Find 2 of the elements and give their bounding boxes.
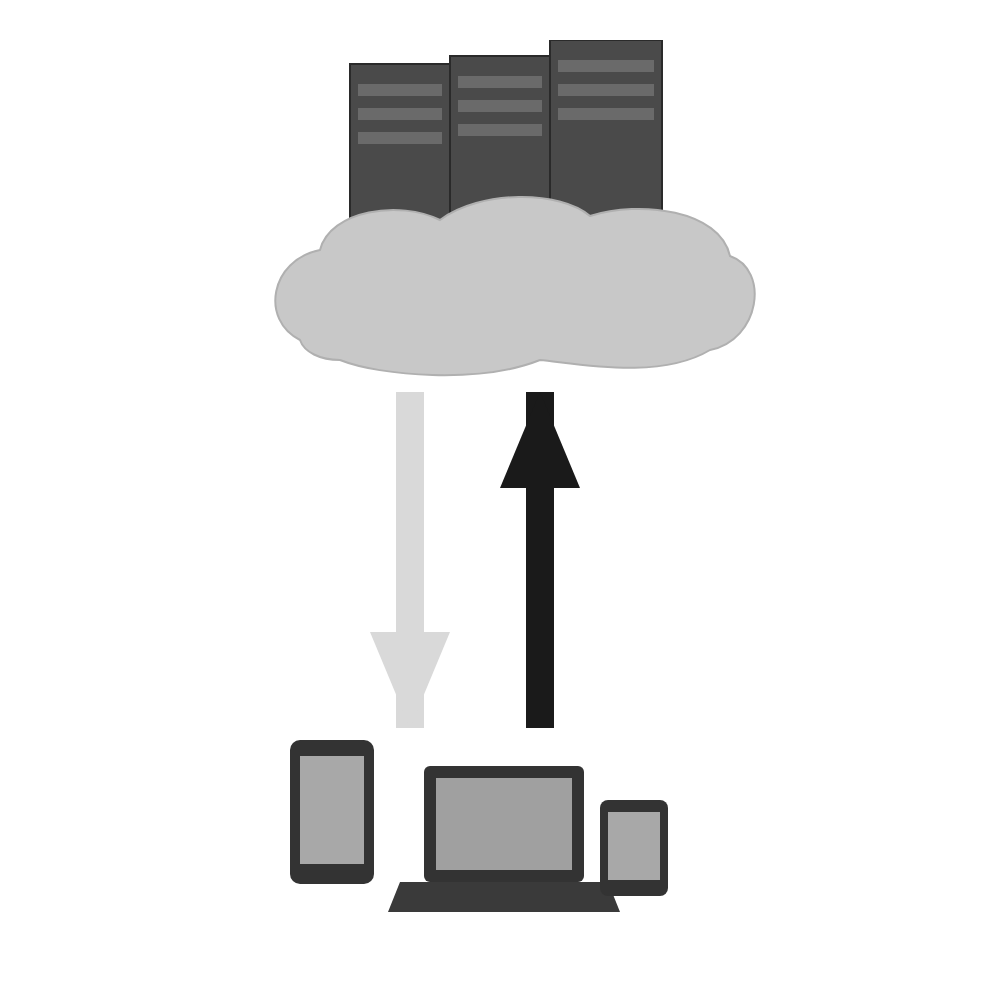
arrow	[500, 392, 580, 728]
arrow	[370, 392, 450, 728]
